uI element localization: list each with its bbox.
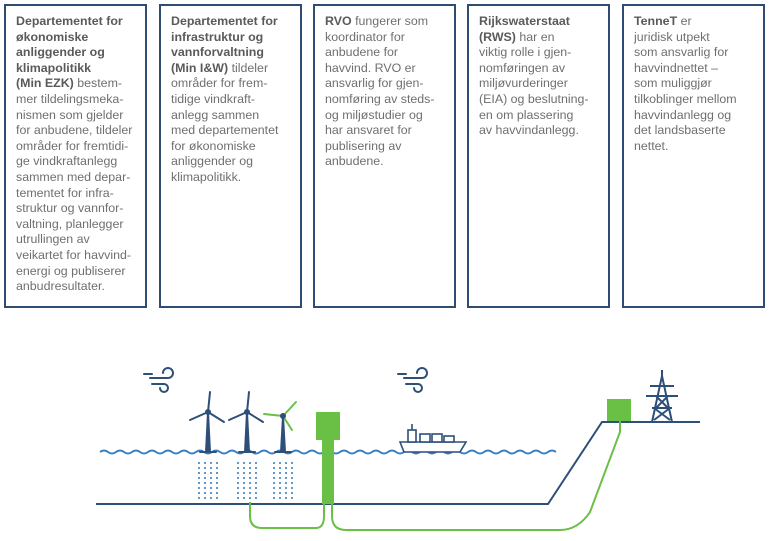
card-rws: Rijkswaterstaat (RWS) har en viktig roll…: [467, 4, 610, 308]
card-text: Departementet for økonomiske anliggender…: [16, 14, 135, 295]
wind-turbine-icon: [263, 401, 297, 453]
substation-icon: [316, 412, 340, 504]
card-text: Rijkswaterstaat (RWS) har en viktig roll…: [479, 14, 598, 139]
transmission-tower-icon: [646, 370, 678, 423]
wind-gust-icon: [143, 367, 174, 393]
card-text: TenneT er juridisk utpekt som ansvarlig …: [634, 14, 753, 154]
card-rvo: RVO fungerer som koordinator for anbuden…: [313, 4, 456, 308]
card-title: RVO: [325, 14, 352, 28]
card-body: bestem- mer tildelingsmeka- nismen som g…: [16, 76, 133, 294]
card-body: tildeler områder for frem- tidige vindkr…: [171, 60, 279, 184]
card-min-iw: Departementet for infrastruktur og vannf…: [159, 4, 302, 308]
card-text: Departementet for infrastruktur og vannf…: [171, 14, 290, 186]
offshore-wind-illustration: [96, 367, 700, 531]
wind-turbine-icon: [228, 391, 264, 453]
card-text: RVO fungerer som koordinator for anbuden…: [325, 14, 444, 170]
ship-icon: [398, 424, 468, 453]
onshore-station: [607, 399, 631, 421]
card-min-ezk: Departementet for økonomiske anliggender…: [4, 4, 147, 308]
card-body: fungerer som koordinator for anbudene fo…: [325, 14, 435, 169]
card-title: Departementet for økonomiske anliggender…: [16, 14, 123, 91]
card-title: TenneT: [634, 14, 678, 28]
wind-turbine-icon: [189, 391, 225, 453]
wind-gust-icon: [397, 367, 428, 393]
card-body: har en viktig rolle i gjen- nomføringen …: [479, 29, 589, 138]
card-title: Rijkswaterstaat (RWS): [479, 14, 570, 44]
card-body: er juridisk utpekt som ansvarlig for hav…: [634, 14, 737, 153]
card-tennet: TenneT er juridisk utpekt som ansvarlig …: [622, 4, 765, 308]
card-title: Departementet for infrastruktur og vannf…: [171, 14, 278, 75]
turbine-foundations: [198, 462, 293, 502]
